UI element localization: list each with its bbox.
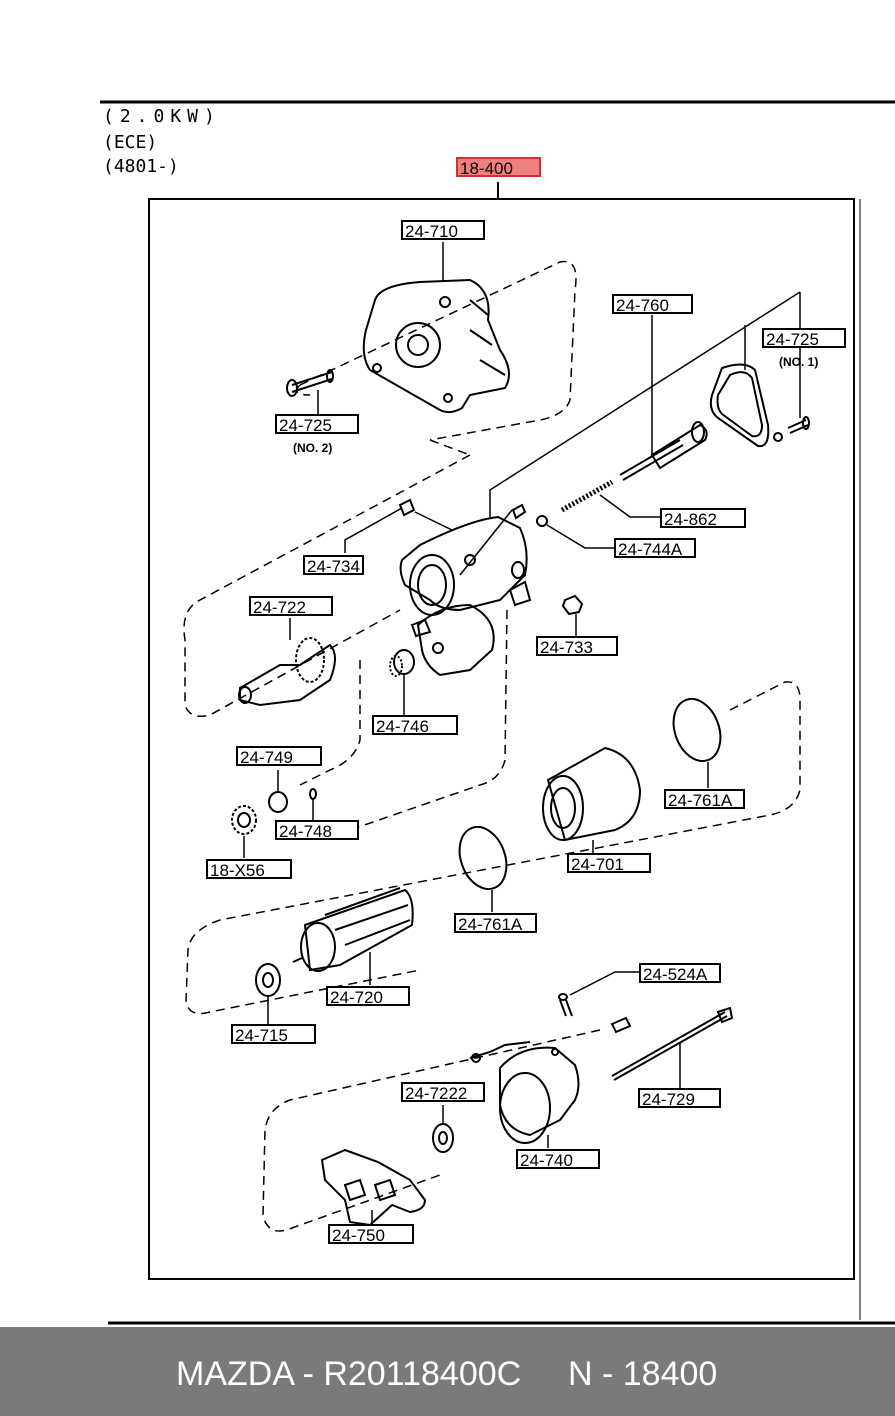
part-label-24-734[interactable]: 24-734 [303, 555, 364, 576]
part-label-24-725-no1[interactable]: 24-725 [762, 328, 846, 349]
part-label-24-715[interactable]: 24-715 [231, 1024, 316, 1045]
part-label-24-746[interactable]: 24-746 [372, 715, 458, 736]
part-label-24-862[interactable]: 24-862 [660, 508, 746, 529]
part-label-24-761a-left[interactable]: 24-761A [454, 913, 537, 934]
part-label-24-761a-right[interactable]: 24-761A [664, 789, 745, 810]
part-label-24-725-no2[interactable]: 24-725 [275, 414, 359, 435]
part-label-18-x56[interactable]: 18-X56 [206, 859, 292, 880]
part-label-24-744a[interactable]: 24-744A [614, 538, 696, 559]
part-label-24-7222[interactable]: 24-7222 [401, 1082, 485, 1103]
part-label-24-722[interactable]: 24-722 [249, 596, 333, 617]
part-label-24-740[interactable]: 24-740 [516, 1149, 600, 1170]
footer-bar: MAZDA - R20118400C N - 18400 [0, 1327, 895, 1416]
part-label-24-750[interactable]: 24-750 [328, 1224, 414, 1245]
engine-spec-label: (2.0KW) [103, 106, 221, 127]
part-label-24-748[interactable]: 24-748 [275, 820, 359, 841]
part-label-24-733[interactable]: 24-733 [536, 636, 618, 657]
region-label: (ECE) [103, 132, 158, 153]
part-label-24-760[interactable]: 24-760 [612, 294, 693, 315]
part-label-24-701[interactable]: 24-701 [567, 853, 651, 874]
part-label-24-729[interactable]: 24-729 [638, 1088, 721, 1109]
assembly-label-18-400[interactable]: 18-400 [456, 157, 541, 178]
part-label-24-524a[interactable]: 24-524A [639, 963, 721, 984]
part-label-24-720[interactable]: 24-720 [326, 986, 410, 1007]
part-label-24-749[interactable]: 24-749 [236, 746, 322, 767]
footer-brand-code: MAZDA - R20118400C [176, 1355, 522, 1393]
note-no1: (NO. 1) [779, 355, 819, 369]
note-no2: (NO. 2) [293, 441, 333, 455]
footer-reference: N - 18400 [568, 1355, 718, 1393]
part-label-24-710[interactable]: 24-710 [401, 220, 485, 241]
serial-range-label: (4801-) [103, 156, 179, 177]
